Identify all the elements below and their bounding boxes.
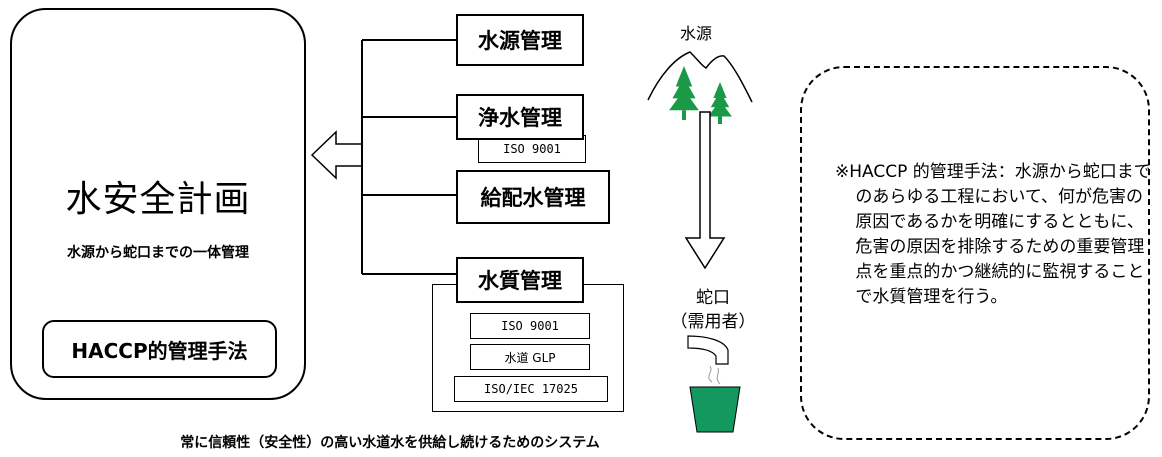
plan-title: 水安全計画 (65, 179, 251, 220)
plan-subtitle: 水源から蛇口までの一体管理 (67, 245, 249, 261)
cup-icon (689, 386, 741, 433)
faucet-icon (687, 335, 729, 365)
water-safety-plan-panel: 水安全計画 水源から蛇口までの一体管理 HACCP的管理手法 (10, 8, 306, 400)
purification-management-box: 浄水管理 (456, 94, 584, 140)
faucet-label: 蛇口 （需用者） (668, 286, 758, 334)
quality-cert-glp: 水道 GLP (470, 344, 590, 370)
left-hollow-arrow (310, 130, 363, 180)
quality-cert-iso17025: ISO/IEC 17025 (454, 376, 608, 402)
mountain-icon (647, 51, 753, 103)
consumer-text: （需用者） (670, 312, 756, 332)
source-management-box: 水源管理 (456, 14, 584, 66)
haccp-note-text: ※HACCP 的管理手法：水源から蛇口までのあらゆる工程において、何が危害の原因… (835, 162, 1151, 307)
quality-management-box: 水質管理 (456, 257, 584, 303)
haccp-box: HACCP的管理手法 (42, 320, 277, 378)
quality-cert-iso9001: ISO 9001 (470, 313, 590, 339)
faucet-text: 蛇口 (696, 288, 730, 308)
distribution-management-box: 給配水管理 (456, 170, 610, 224)
down-hollow-arrow (684, 111, 726, 270)
footer-caption: 常に信頼性（安全性）の高い水道水を供給し続けるためのシステム (180, 435, 600, 451)
water-source-label: 水源 (680, 24, 713, 43)
water-stream-icon (708, 365, 721, 385)
tree-icon (669, 66, 732, 124)
haccp-note-box (800, 66, 1150, 440)
